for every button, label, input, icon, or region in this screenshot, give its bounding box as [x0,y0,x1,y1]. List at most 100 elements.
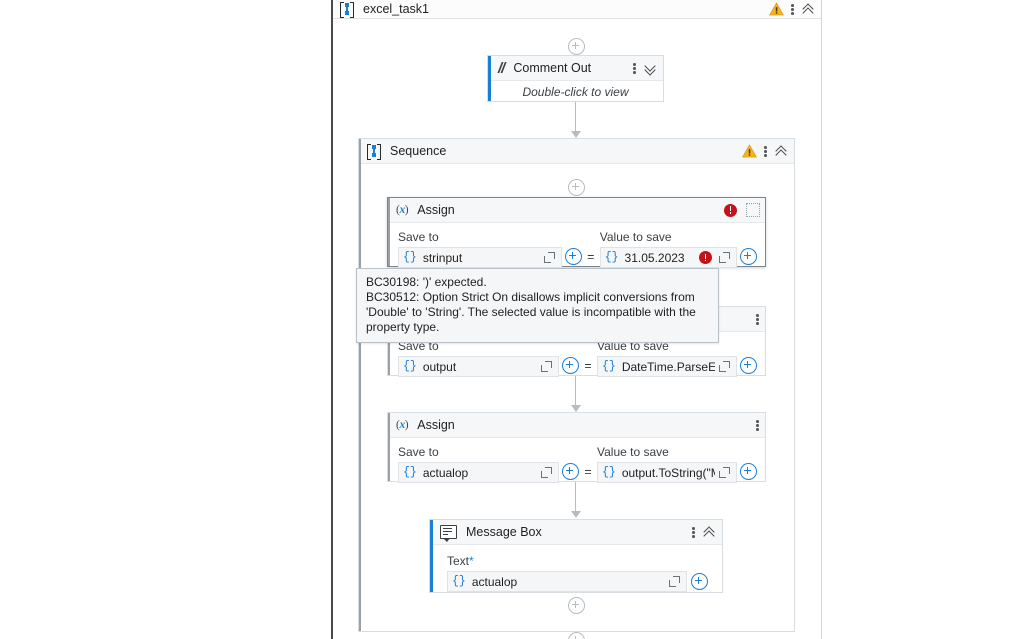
expand-editor-icon[interactable] [543,252,555,263]
expand-editor-icon[interactable] [541,467,552,478]
text-label: Text [447,554,470,568]
page-title: excel_task1 [363,2,430,16]
plus-circle-icon[interactable] [568,179,585,196]
expression-braces-icon: {} [403,251,417,264]
equals-label: = [584,465,592,479]
equals-label: = [584,359,592,373]
assign-variable-icon: (x) [396,419,409,431]
error-icon [699,251,712,264]
root-activity-header[interactable]: excel_task1 [333,0,821,19]
kebab-menu-icon[interactable] [692,525,696,539]
warning-icon [769,2,784,16]
sequence-icon [340,2,354,18]
text-field-label: Text* [447,554,712,568]
activity-accent-bar [488,56,491,101]
assign-3-title: Assign [417,418,455,432]
required-asterisk: * [469,554,474,568]
sequence-icon [367,144,381,160]
plus-circle-icon[interactable] [568,38,585,55]
assign-3-save-to-plus-icon[interactable] [562,463,579,480]
kebab-menu-icon[interactable] [633,61,637,75]
expand-editor-icon[interactable] [719,467,730,478]
assign-2-save-to-field[interactable]: {} output [398,356,559,377]
assign-2-save-to-plus-icon[interactable] [562,357,579,374]
assign-1-title: Assign [417,203,455,217]
message-box-icon [440,525,457,542]
assign-1-value-field[interactable]: {} 31.05.2023 [599,247,737,268]
assign-2-value: DateTime.ParseExact(s [621,359,715,374]
expression-braces-icon: {} [403,466,417,479]
message-box-header[interactable]: Message Box [430,520,722,545]
expand-editor-icon[interactable] [719,252,730,263]
kebab-menu-icon[interactable] [764,144,768,158]
connector-arrow [569,376,582,412]
sequence-title: Sequence [390,144,447,158]
add-activity-button-bottom[interactable] [568,632,585,639]
assign-2-value-field[interactable]: {} DateTime.ParseExact(s [597,356,737,377]
expand-editor-icon[interactable] [541,361,552,372]
activity-assign-1[interactable]: (x) Assign Save to {} strinput = Value t… [387,197,766,268]
warning-icon [742,144,757,158]
chevron-up-icon[interactable] [802,2,816,16]
expression-braces-icon: {} [602,466,616,479]
error-icon [724,203,737,217]
assign-3-value: output.ToString("MMM [621,465,715,480]
comment-out-header[interactable]: // Comment Out [488,56,663,81]
error-tooltip-line-2: BC30512: Option Strict On disallows impl… [366,290,696,334]
assign-2-value-plus-icon[interactable] [740,357,757,374]
sequence-header[interactable]: Sequence [359,139,794,164]
add-activity-button-seq-top[interactable] [568,179,585,196]
add-activity-button-top[interactable] [568,38,585,55]
message-box-text-field[interactable]: {} actualop [447,571,687,592]
assign-1-save-to-plus-icon[interactable] [564,248,582,265]
comment-out-body: Double-click to view [522,84,629,99]
activity-comment-out[interactable]: // Comment Out Double-click to view [487,55,664,102]
sequence-accent-bar [359,139,361,631]
add-activity-button-seq-bottom[interactable] [568,597,585,614]
assign-1-save-to-field[interactable]: {} strinput [398,247,562,268]
plus-circle-icon[interactable] [568,597,585,614]
plus-circle-icon[interactable] [568,632,585,639]
save-to-label: Save to [398,445,439,459]
expression-braces-icon: {} [403,360,417,373]
chevron-up-icon[interactable] [703,525,717,539]
message-box-text-value: actualop [471,574,518,589]
assign-3-header[interactable]: (x) Assign [388,413,765,438]
kebab-menu-icon[interactable] [756,418,760,432]
message-box-title: Message Box [466,525,542,539]
assign-1-value-plus-icon[interactable] [740,248,757,265]
save-to-label: Save to [398,230,439,244]
kebab-menu-icon[interactable] [791,2,795,16]
assign-1-value: 31.05.2023 [624,250,685,265]
assign-3-value-plus-icon[interactable] [740,463,757,480]
activity-message-box[interactable]: Message Box Text* {} actualop [429,519,723,593]
chevron-up-icon[interactable] [775,144,789,158]
assign-variable-icon: (x) [396,204,409,216]
activity-accent-bar [388,198,390,266]
connector-arrow [569,482,582,518]
assign-3-save-to-field[interactable]: {} actualop [398,462,559,483]
value-to-save-label: Value to save [597,445,669,459]
message-box-text-plus-icon[interactable] [691,573,708,590]
expression-braces-icon: {} [604,251,619,264]
error-tooltip-line-1: BC30198: ')' expected. [366,275,487,289]
expression-braces-icon: {} [452,575,466,588]
chevron-down-icon[interactable] [644,61,658,75]
drag-handle-icon[interactable] [746,203,760,217]
assign-1-save-to-value: strinput [422,250,463,265]
assign-3-value-field[interactable]: {} output.ToString("MMM [597,462,737,483]
expand-editor-icon[interactable] [669,576,680,587]
expression-braces-icon: {} [602,360,616,373]
activity-assign-3[interactable]: (x) Assign Save to {} actualop = Value t… [387,412,766,483]
kebab-menu-icon[interactable] [756,312,760,326]
activity-accent-bar [430,520,433,592]
connector-arrow [569,102,582,138]
double-slash-icon: // [498,59,505,77]
value-to-save-label: Value to save [599,230,672,244]
assign-1-header[interactable]: (x) Assign [388,198,765,223]
expand-editor-icon[interactable] [719,361,730,372]
activity-accent-bar [388,413,390,481]
equals-label: = [587,250,595,264]
assign-2-save-to-value: output [422,359,457,374]
assign-3-save-to-value: actualop [422,465,469,480]
